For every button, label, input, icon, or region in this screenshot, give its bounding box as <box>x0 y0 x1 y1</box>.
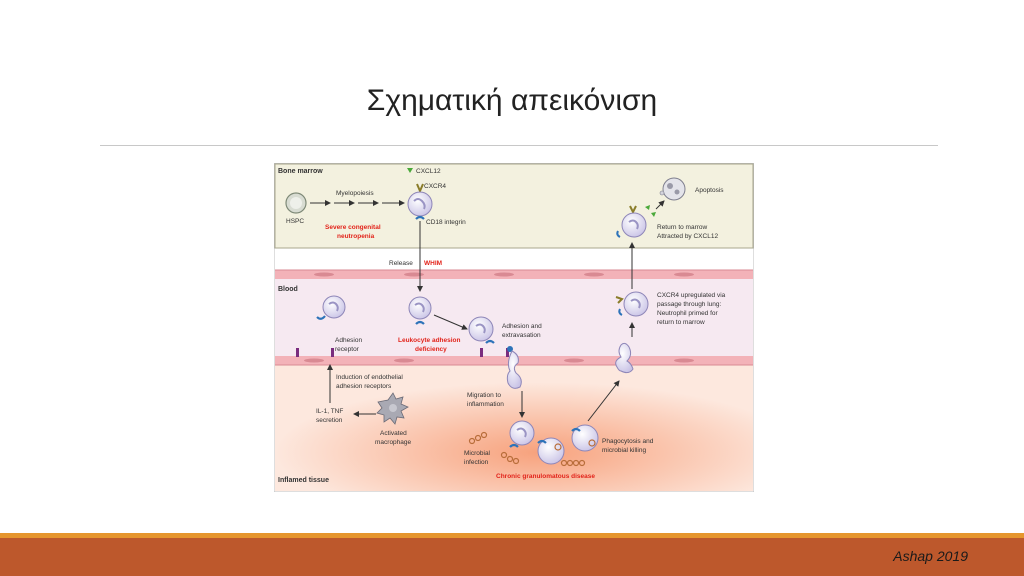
to-apoptosis-arrow <box>655 200 665 210</box>
tissue-neutrophil-2-icon <box>537 437 565 465</box>
blood-neutrophil-1-icon <box>316 295 346 320</box>
phagocytosis-label-2: microbial killing <box>602 447 646 454</box>
adhesion-extravasation-label-2: extravasation <box>502 332 541 339</box>
return-to-marrow-label-1: Return to marrow <box>657 224 708 231</box>
severe-neutropenia-label-2: neutropenia <box>337 233 375 240</box>
neutrophil-lifecycle-diagram: Bone marrow Blood Inflamed tissue HSPC M… <box>273 162 755 493</box>
inflamed-tissue-label: Inflamed tissue <box>278 477 329 484</box>
adhesion-receptor-label-2: receptor <box>335 346 360 353</box>
myelopoiesis-label: Myelopoiesis <box>336 190 374 197</box>
title-divider <box>100 145 938 146</box>
adhesion-extravasation-label-1: Adhesion and <box>502 323 542 330</box>
tissue-neutrophil-3-icon <box>571 424 599 452</box>
cxcr4-upregulated-label-2: passage through lung: <box>657 301 722 308</box>
blood-region <box>275 278 753 356</box>
activated-macrophage-label-2: macrophage <box>375 439 412 446</box>
return-to-marrow-label-2: Attracted by CXCL12 <box>657 233 718 240</box>
adhesion-receptors <box>296 348 509 357</box>
induction-label-2: adhesion receptors <box>336 383 392 390</box>
cxcr4-label: CXCR4 <box>424 183 446 190</box>
footer-credit: Ashap 2019 <box>893 548 968 564</box>
vessel-wall-top <box>275 269 753 279</box>
cxcr4-upregulated-label-4: return to marrow <box>657 319 705 326</box>
blood-neutrophil-2-icon <box>408 296 432 325</box>
slide-title: Σχηματική απεικόνιση <box>366 84 658 117</box>
phagocytosis-label-1: Phagocytosis and <box>602 438 654 445</box>
cd18-integrin-label: CD18 integrin <box>426 219 466 226</box>
adhesion-receptor-label-1: Adhesion <box>335 337 362 344</box>
diagram-svg: Bone marrow Blood Inflamed tissue HSPC M… <box>273 162 755 493</box>
footer-accent-line <box>0 533 1024 538</box>
activated-macrophage-icon <box>376 392 409 425</box>
cxcr4-upregulated-label-1: CXCR4 upregulated via <box>657 292 726 299</box>
blood-label: Blood <box>278 286 298 293</box>
tissue-neutrophil-1-icon <box>509 420 535 448</box>
cxcl12-triangle-icon <box>407 168 413 173</box>
migration-label-1: Migration to <box>467 392 501 399</box>
lad-label-2: deficiency <box>415 346 447 353</box>
microbial-infection-label-1: Microbial <box>464 450 491 457</box>
marrow-neutrophil-icon <box>407 183 433 220</box>
apoptotic-cell-icon <box>659 177 686 201</box>
footer-band <box>0 538 1024 576</box>
microbes-icon <box>468 431 586 467</box>
cxcl12-label: CXCL12 <box>416 168 441 175</box>
rolling-neutrophil-icon <box>468 316 495 344</box>
microbial-infection-label-2: infection <box>464 459 489 466</box>
migration-label-2: inflammation <box>467 401 504 408</box>
il1-tnf-label-2: secretion <box>316 417 343 424</box>
blood-to-adhesion-arrow <box>433 314 468 330</box>
whim-label: WHIM <box>424 260 442 267</box>
apoptosis-label: Apoptosis <box>695 187 724 194</box>
transmigrating-neutrophil-icon <box>506 346 522 389</box>
severe-neutropenia-label-1: Severe congenital <box>325 224 381 231</box>
release-label: Release <box>389 260 413 267</box>
cxcr4-upregulated-label-3: Neutrophil primed for <box>657 310 719 317</box>
reverse-transmigrating-neutrophil-icon <box>615 342 634 374</box>
cgd-label: Chronic granulomatous disease <box>496 473 595 480</box>
cxcl12-gradient-icon <box>645 205 656 217</box>
hspc-cell-icon <box>285 192 307 214</box>
bone-marrow-label: Bone marrow <box>278 168 323 175</box>
activated-macrophage-label-1: Activated <box>380 430 407 437</box>
il1-tnf-label-1: IL-1, TNF <box>316 408 343 415</box>
returning-neutrophil-icon <box>616 205 647 238</box>
induction-label-1: Induction of endothelial <box>336 374 403 381</box>
hspc-label: HSPC <box>286 218 304 225</box>
lad-label-1: Leukocyte adhesion <box>398 337 461 344</box>
reverse-migration-arrow <box>587 380 620 422</box>
primed-neutrophil-icon <box>615 291 649 317</box>
